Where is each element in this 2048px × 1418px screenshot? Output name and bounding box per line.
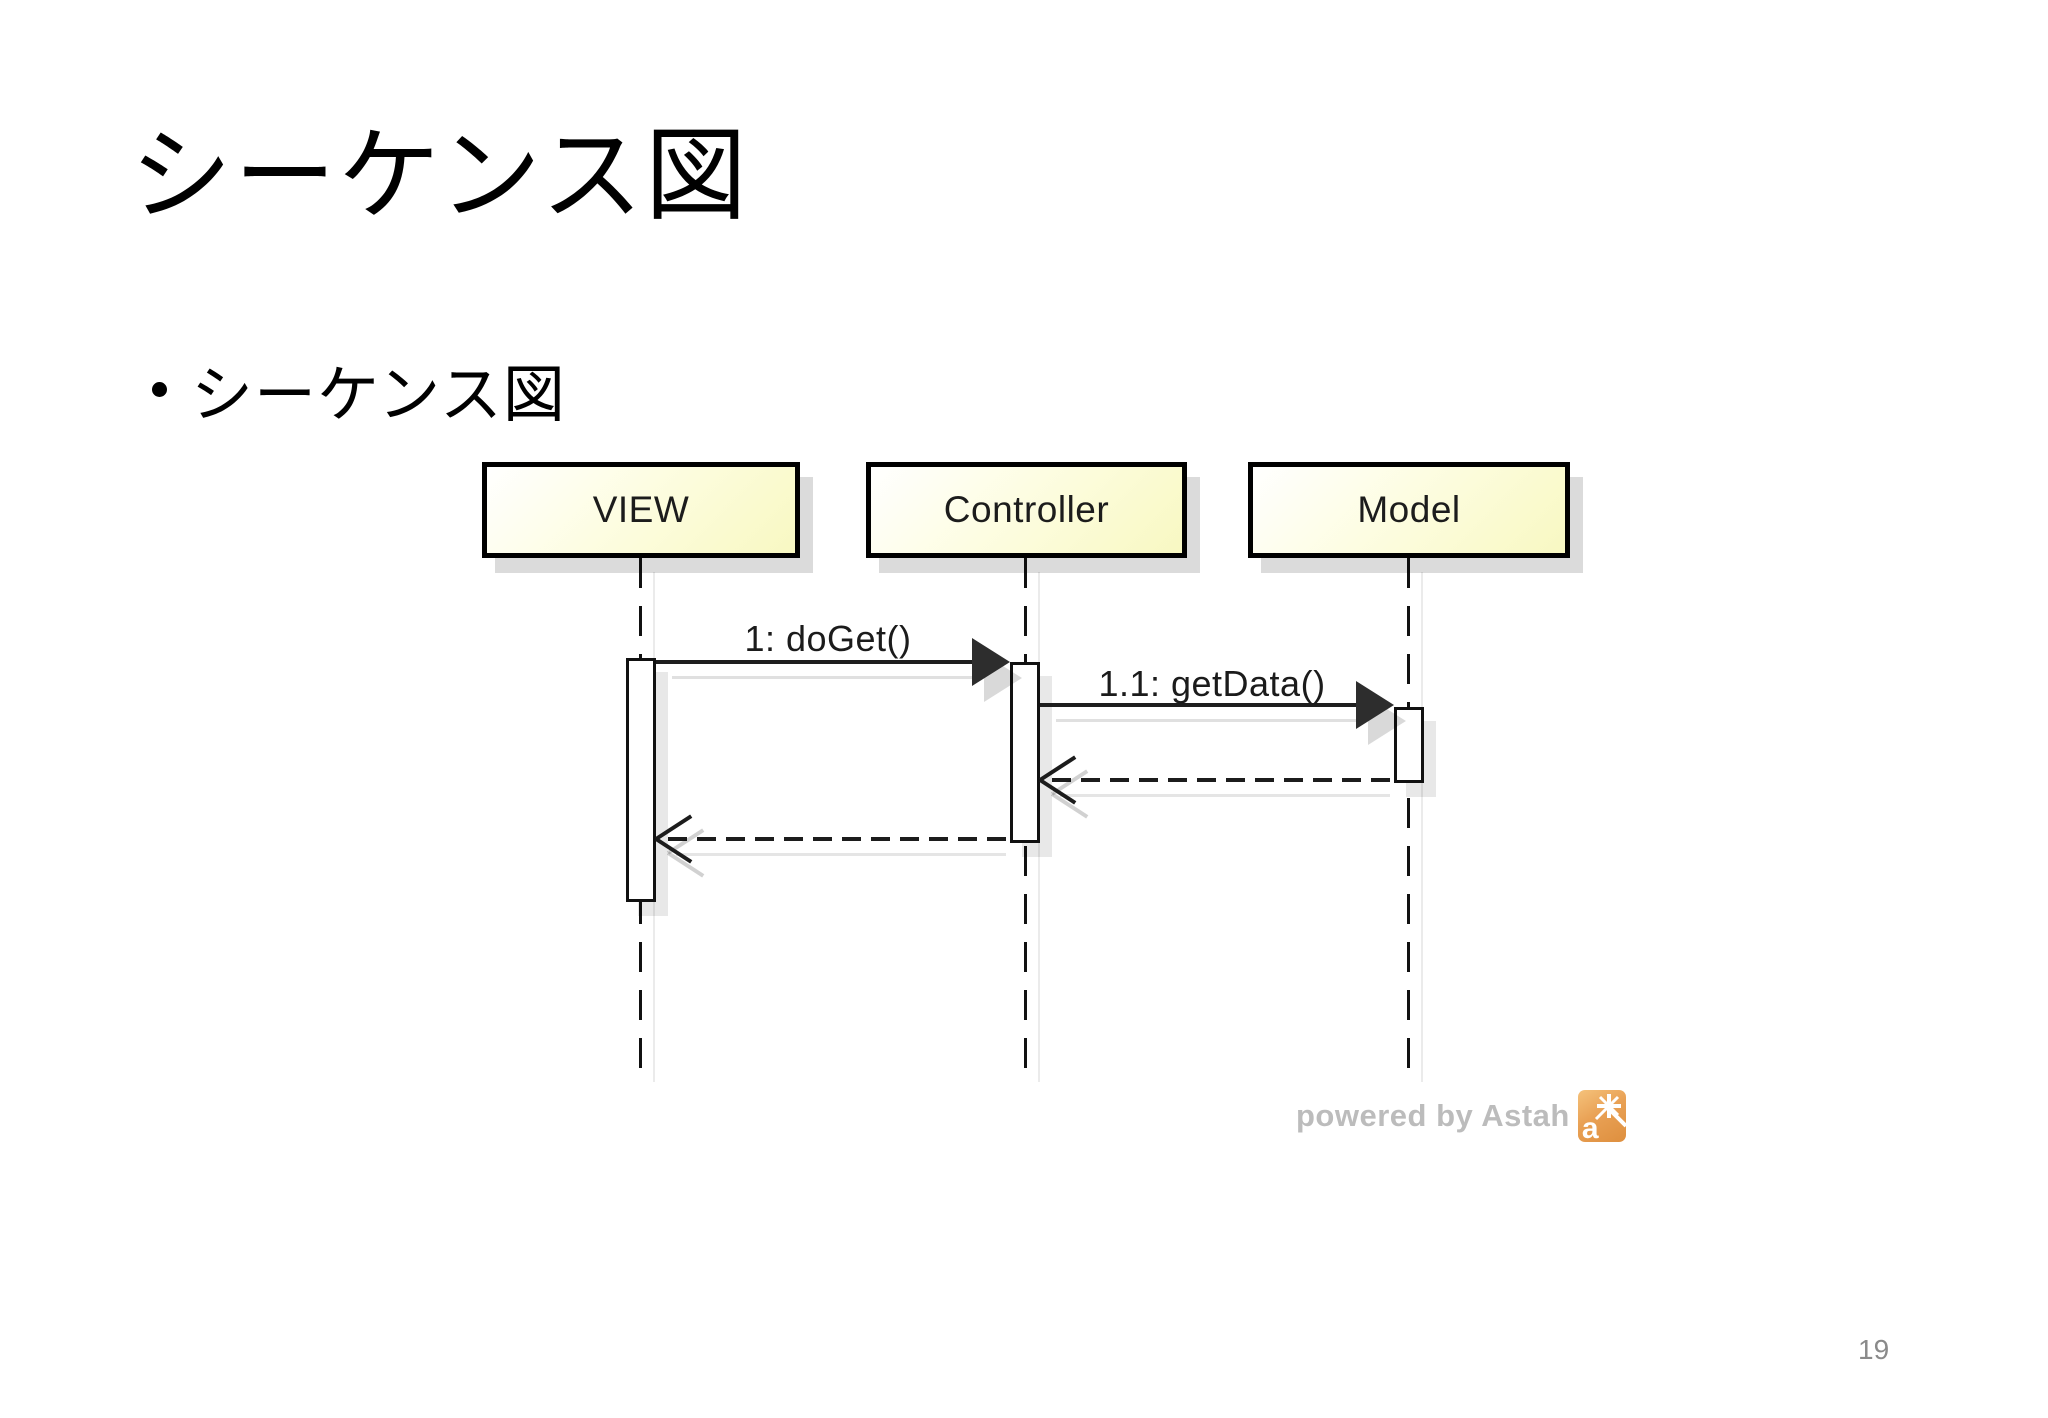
object-box-model: Model	[1248, 462, 1570, 558]
bullet-icon	[152, 381, 167, 397]
getdata-message-line	[1040, 703, 1357, 707]
astah-watermark: powered by Astah a	[1296, 1090, 1626, 1142]
object-label-model: Model	[1357, 489, 1461, 530]
object-box-view: VIEW	[482, 462, 800, 558]
getdata-line-shadow	[1056, 719, 1356, 722]
object-label-view: VIEW	[592, 489, 690, 530]
reply-controller-line	[668, 837, 1010, 841]
doget-arrowhead-icon	[972, 638, 1010, 686]
object-label-controller: Controller	[943, 489, 1110, 530]
lifeline-shadow-model	[1421, 572, 1423, 1082]
bullet-line: シーケンス図	[152, 344, 566, 434]
astah-logo-icon: a	[1577, 1090, 1626, 1142]
watermark-text: powered by Astah	[1296, 1098, 1570, 1133]
reply-controller-shadow	[676, 853, 1006, 856]
doget-message-line	[656, 660, 973, 664]
activation-view	[626, 658, 656, 902]
page-number: 19	[1858, 1334, 1890, 1365]
reply-model-shadow	[1060, 794, 1390, 797]
slide-title: シーケンス図	[130, 117, 749, 236]
getdata-arrowhead-icon	[1356, 681, 1394, 729]
object-box-controller: Controller	[866, 462, 1187, 558]
reply-model-line	[1052, 778, 1394, 782]
doget-message-label: 1: doGet()	[744, 618, 912, 659]
activation-model	[1394, 707, 1424, 783]
doget-line-shadow	[672, 676, 972, 679]
bullet-text: シーケンス図	[191, 358, 566, 431]
activation-controller	[1010, 662, 1040, 843]
getdata-message-label: 1.1: getData()	[1098, 663, 1326, 704]
astah-icon-letter: a	[1581, 1112, 1599, 1142]
lifeline-model	[1407, 558, 1410, 1069]
